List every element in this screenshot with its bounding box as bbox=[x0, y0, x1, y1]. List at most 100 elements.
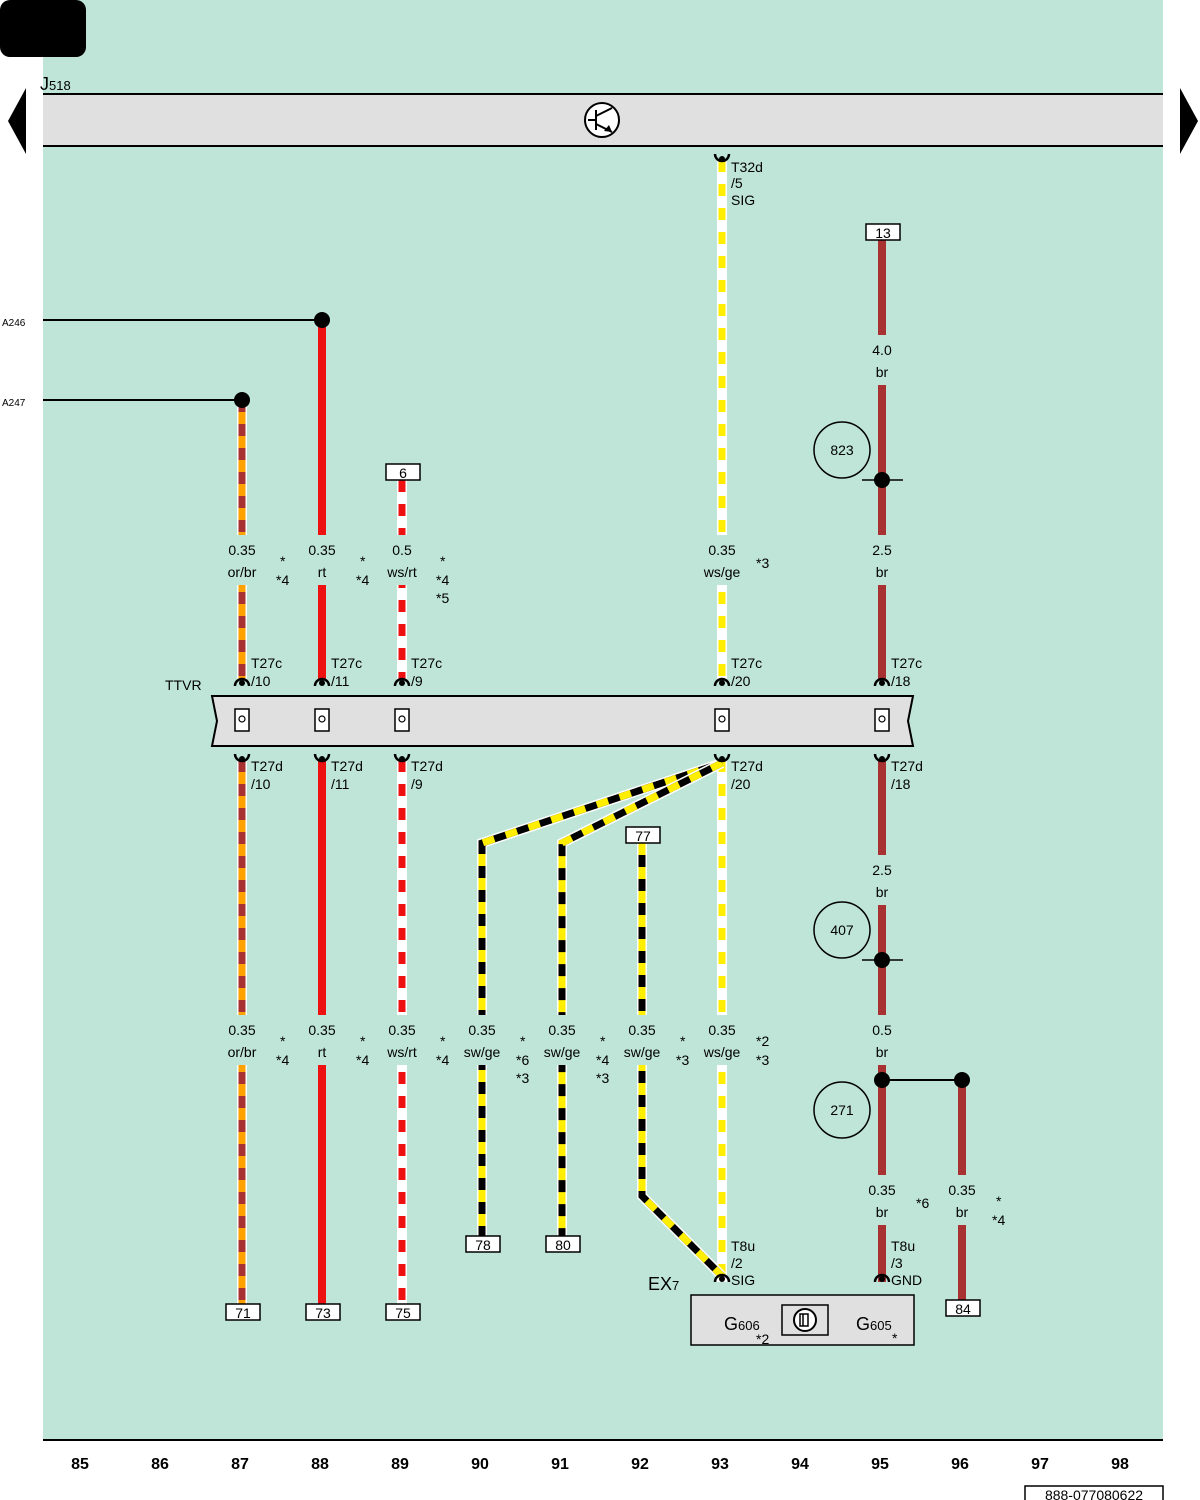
svg-text:T27d: T27d bbox=[331, 758, 363, 774]
sensor-g605-note: * bbox=[892, 1330, 898, 1346]
column-number: 97 bbox=[1031, 1456, 1049, 1473]
svg-text:/18: /18 bbox=[891, 776, 911, 792]
ref-box-77[interactable]: 77 bbox=[625, 826, 661, 844]
column-number: 96 bbox=[951, 1456, 969, 1473]
svg-text:*6: *6 bbox=[916, 1195, 929, 1211]
svg-text:*2: *2 bbox=[756, 1033, 769, 1049]
wire-label-gap bbox=[868, 1175, 896, 1225]
svg-text:/11: /11 bbox=[331, 673, 350, 689]
svg-text:T27d: T27d bbox=[731, 758, 763, 774]
junction-points bbox=[234, 312, 970, 1088]
column-number: 91 bbox=[551, 1456, 569, 1473]
ref-a247-label: A247 bbox=[2, 398, 26, 409]
svg-text:*: * bbox=[440, 553, 446, 569]
svg-text:T8u: T8u bbox=[891, 1238, 915, 1254]
svg-text:/11: /11 bbox=[331, 776, 350, 792]
connector-cavity-symbol bbox=[878, 715, 886, 723]
connector-cavity bbox=[394, 708, 410, 732]
svg-text:0.35: 0.35 bbox=[228, 1022, 255, 1038]
svg-text:2.5: 2.5 bbox=[872, 542, 892, 558]
connector-pin-t8u-sig bbox=[713, 1273, 731, 1283]
connector-pin-t27d-dot bbox=[239, 756, 245, 762]
svg-text:0.35: 0.35 bbox=[308, 542, 335, 558]
wire-label-gap bbox=[628, 1015, 656, 1065]
ref-box-78[interactable]: 78 bbox=[465, 1235, 501, 1253]
ref-box-6[interactable]: 6 bbox=[385, 463, 421, 481]
svg-text:*: * bbox=[280, 553, 286, 569]
svg-text:*4: *4 bbox=[276, 1052, 289, 1068]
wire-label-gap bbox=[388, 1015, 416, 1065]
column-number: 92 bbox=[631, 1456, 649, 1473]
svg-text:*: * bbox=[360, 1033, 366, 1049]
svg-text:br: br bbox=[876, 364, 889, 380]
connector-pin-t27c bbox=[873, 677, 891, 687]
previous-page-arrow-icon[interactable] bbox=[8, 88, 26, 154]
svg-text:/10: /10 bbox=[251, 673, 271, 689]
splice-circle-271: 271 bbox=[813, 1081, 871, 1139]
svg-text:0.35: 0.35 bbox=[708, 1022, 735, 1038]
connector-pin-t27c bbox=[713, 677, 731, 687]
ref-box-13[interactable]: 13 bbox=[865, 223, 901, 241]
svg-text:*: * bbox=[520, 1033, 526, 1049]
svg-text:6: 6 bbox=[399, 465, 407, 481]
svg-text:rt: rt bbox=[318, 1044, 327, 1060]
sensor-g605-label: G605 bbox=[856, 1314, 892, 1334]
column-number: 89 bbox=[391, 1456, 409, 1473]
ref-box-84[interactable]: 84 bbox=[945, 1299, 981, 1317]
footnotes-bottom: *6 **4 bbox=[916, 1193, 1005, 1228]
svg-text:*: * bbox=[680, 1033, 686, 1049]
ref-box-75[interactable]: 75 bbox=[385, 1303, 421, 1321]
svg-text:0.35: 0.35 bbox=[868, 1182, 895, 1198]
sensor-g606-note: *2 bbox=[756, 1331, 769, 1347]
svg-text:0.35: 0.35 bbox=[388, 1022, 415, 1038]
ref-box-80[interactable]: 80 bbox=[545, 1235, 581, 1253]
document-number: 888-077080622 bbox=[1024, 1485, 1164, 1500]
wire-label-gap bbox=[868, 535, 896, 585]
wire-label-gap bbox=[868, 1015, 896, 1065]
svg-text:ws/ge: ws/ge bbox=[703, 1044, 741, 1060]
svg-text:0.35: 0.35 bbox=[468, 1022, 495, 1038]
ref-box-71[interactable]: 71 bbox=[225, 1303, 261, 1321]
connector-pin-t8u-gnd-dot bbox=[879, 1276, 885, 1282]
svg-text:br: br bbox=[876, 1044, 889, 1060]
connector-pin-t27c bbox=[313, 677, 331, 687]
svg-text:br: br bbox=[876, 884, 889, 900]
connector-pin-t27c bbox=[393, 677, 411, 687]
wire-sw-ge-90-stripe bbox=[478, 759, 724, 1236]
svg-text:0.5: 0.5 bbox=[392, 542, 412, 558]
svg-text:br: br bbox=[956, 1204, 969, 1220]
svg-text:407: 407 bbox=[830, 922, 854, 938]
svg-text:80: 80 bbox=[555, 1237, 571, 1253]
ref-box-73[interactable]: 73 bbox=[305, 1303, 341, 1321]
svg-text:sw/ge: sw/ge bbox=[544, 1044, 581, 1060]
wire-label-gap bbox=[308, 1015, 336, 1065]
wire-label-gap bbox=[708, 1015, 736, 1065]
column-number: 93 bbox=[711, 1456, 729, 1473]
svg-text:sw/ge: sw/ge bbox=[464, 1044, 501, 1060]
connector-pin-t32d-dot bbox=[719, 156, 725, 162]
connector-pin-t27c-dot bbox=[399, 680, 405, 686]
svg-text:br: br bbox=[876, 1204, 889, 1220]
svg-text:T27d: T27d bbox=[251, 758, 283, 774]
next-page-arrow-icon[interactable] bbox=[1180, 88, 1198, 154]
svg-text:0.35: 0.35 bbox=[308, 1022, 335, 1038]
svg-text:SIG: SIG bbox=[731, 1272, 755, 1288]
wire-label-backgrounds bbox=[228, 335, 976, 1225]
connector-cavity-symbol bbox=[718, 715, 726, 723]
wire-label-gap bbox=[228, 535, 256, 585]
column-number: 86 bbox=[151, 1456, 169, 1473]
svg-text:or/br: or/br bbox=[228, 564, 257, 580]
svg-text:GND: GND bbox=[891, 1272, 922, 1288]
svg-text:78: 78 bbox=[475, 1237, 491, 1253]
wire-label-gap bbox=[468, 1015, 496, 1065]
ref-a246-label: A246 bbox=[2, 318, 26, 329]
svg-text:/20: /20 bbox=[731, 776, 751, 792]
svg-text:or/br: or/br bbox=[228, 1044, 257, 1060]
connector-pin-t27d-dot bbox=[879, 756, 885, 762]
svg-text:*: * bbox=[360, 553, 366, 569]
sensor-icon bbox=[781, 1304, 829, 1336]
connector-pin-t8u-gnd bbox=[873, 1273, 891, 1283]
connector-label-t8u-sig: T8u /2 SIG bbox=[731, 1238, 755, 1288]
